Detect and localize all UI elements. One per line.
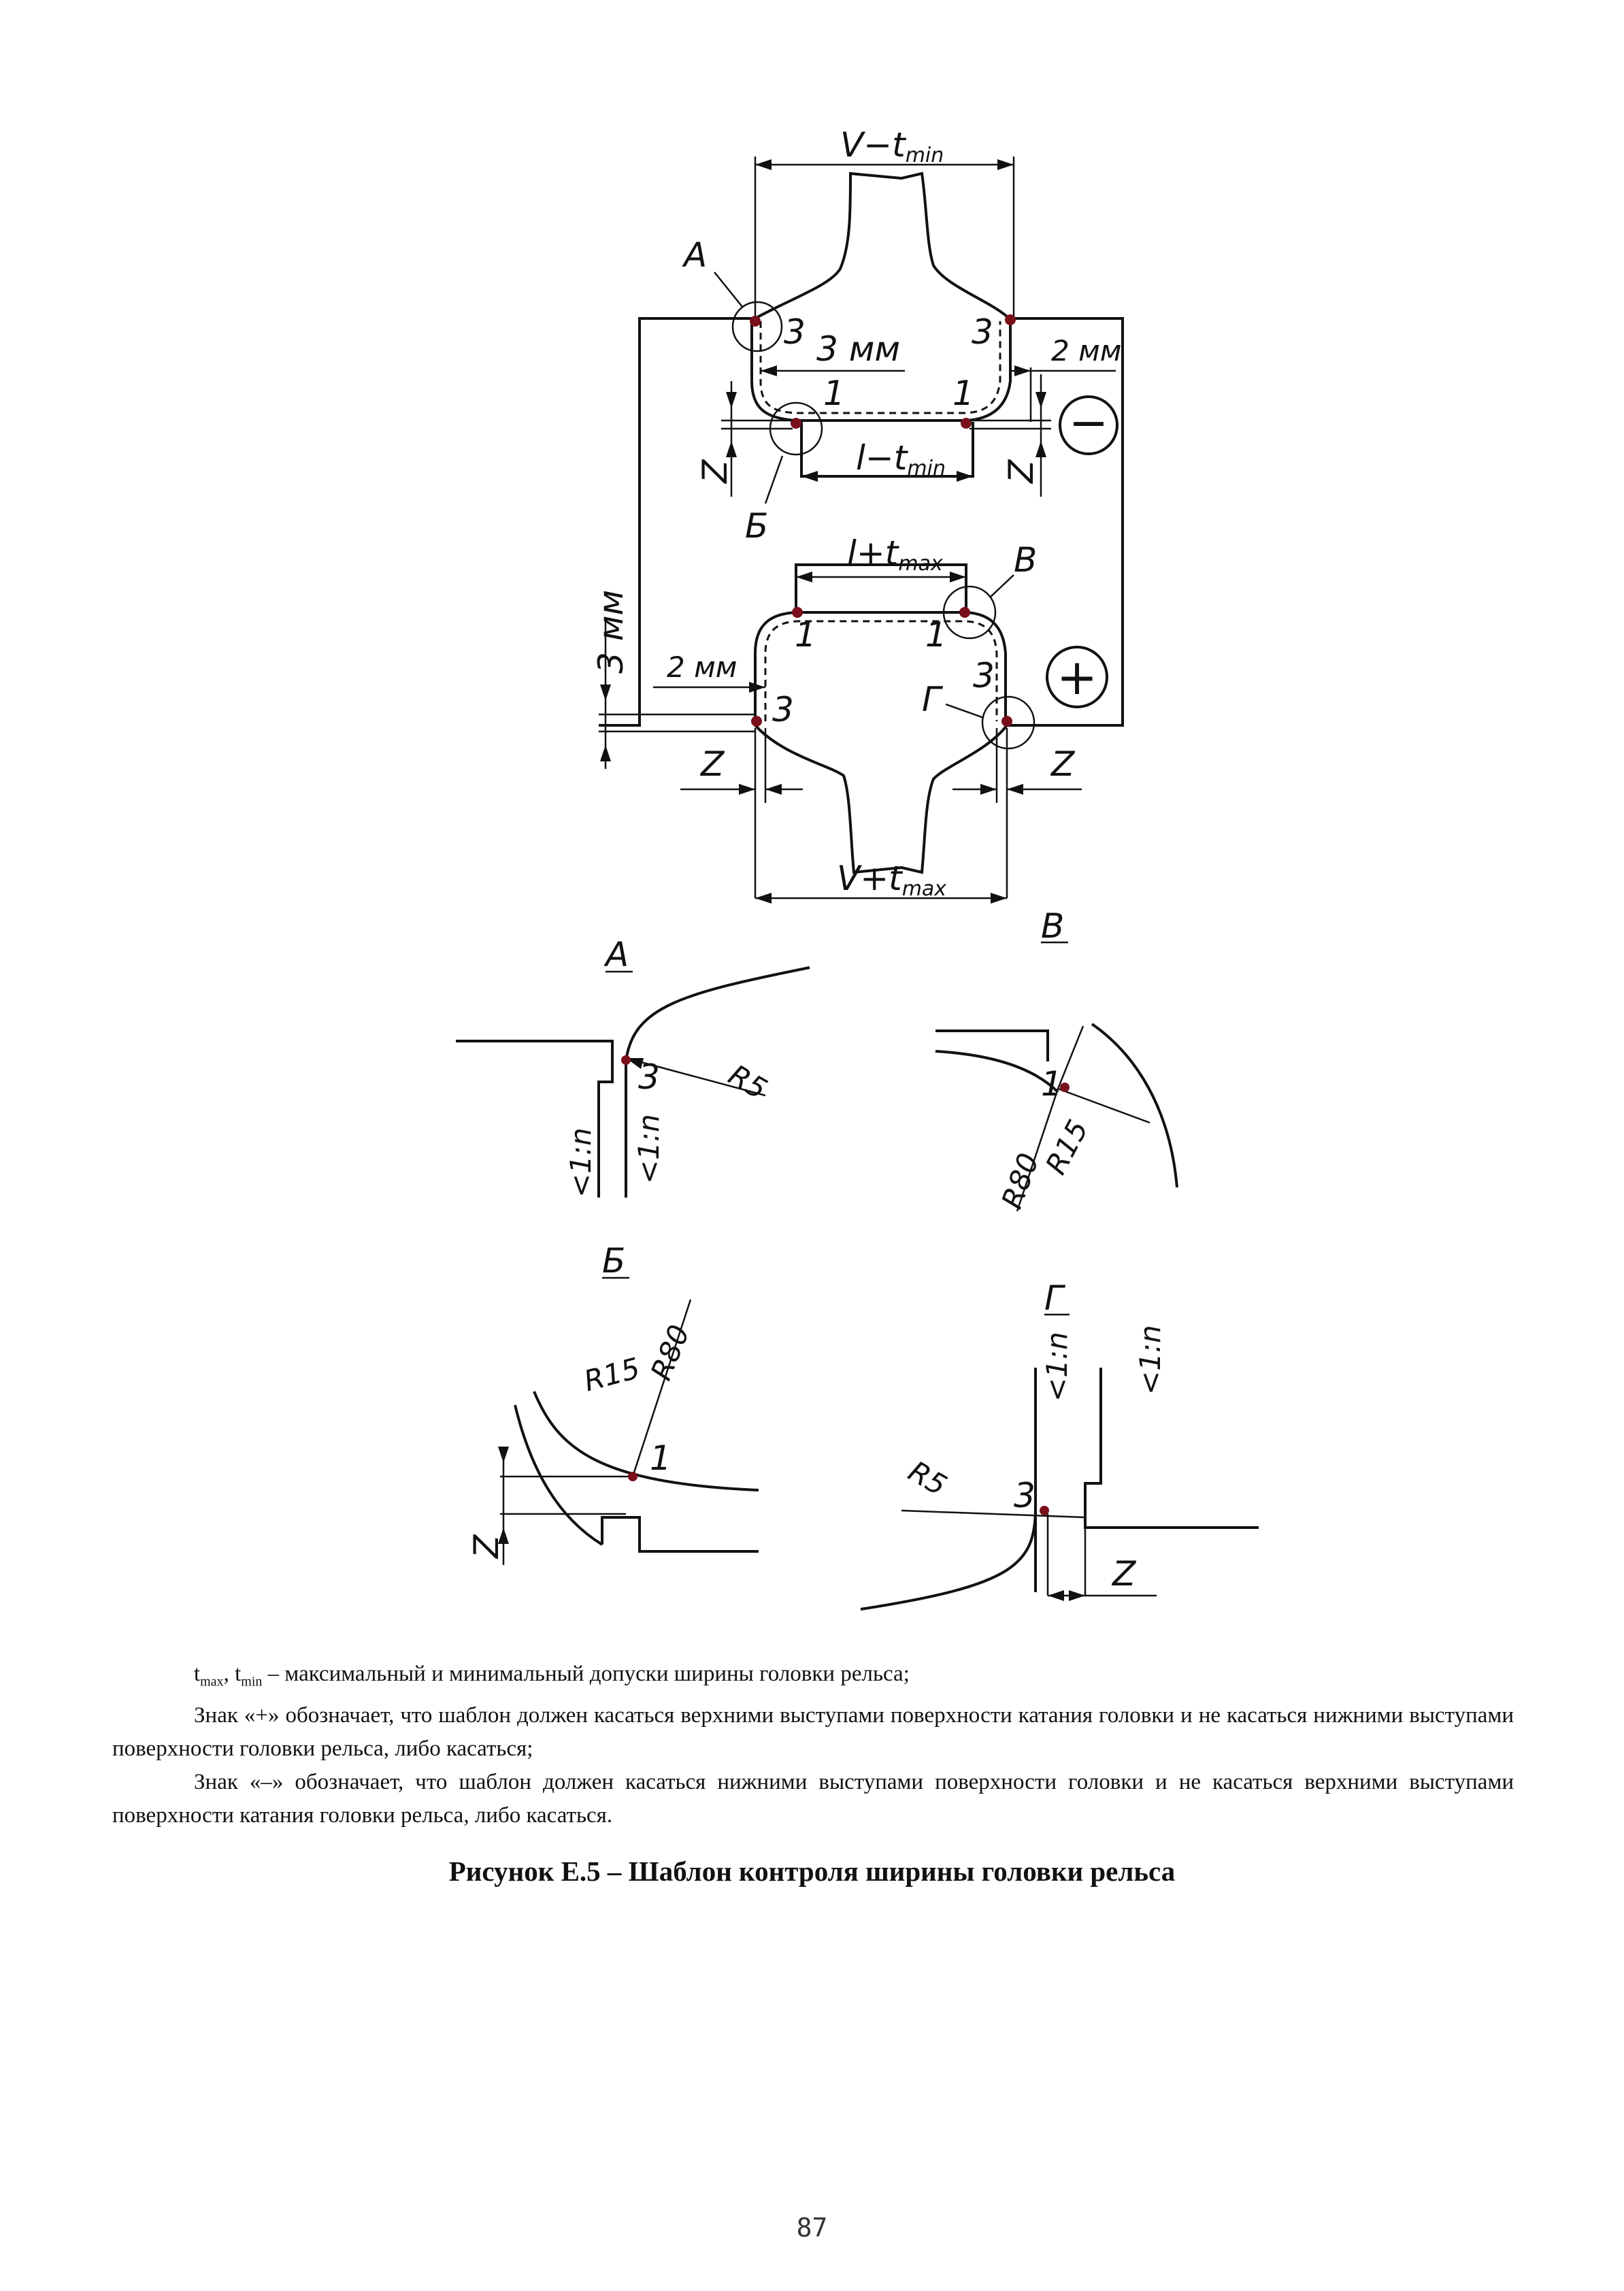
callout-b: Б (745, 401, 823, 546)
svg-text:<1:n: <1:n (1133, 1325, 1167, 1395)
dimension-top-inner: l−tmin (801, 438, 973, 482)
svg-text:−: − (1069, 395, 1109, 450)
dimension-3mm-top: 3 мм (761, 329, 905, 376)
svg-text:3: 3 (1014, 1476, 1035, 1515)
svg-text:Z: Z (699, 744, 725, 784)
callout-v: В (942, 540, 1037, 640)
note-minus: Знак «–» обозначает, что шаблон должен к… (112, 1769, 1514, 1828)
svg-text:+: + (1057, 648, 1097, 706)
dimension-2mm-top: 2 мм (1010, 334, 1121, 422)
dimension-z-bottom: Z Z (680, 728, 1082, 898)
page-number: 87 (796, 2213, 828, 2243)
svg-text:l+tmax: l+tmax (847, 533, 943, 576)
dimension-3mm-side: 3 мм (591, 590, 755, 769)
svg-text:Z: Z (1001, 459, 1041, 484)
svg-text:2 мм: 2 мм (667, 650, 737, 684)
dimension-z-left-top: Z (695, 381, 793, 497)
svg-text:V+tmax: V+tmax (837, 859, 946, 901)
svg-text:3: 3 (638, 1057, 660, 1097)
svg-text:R15: R15 (580, 1351, 644, 1398)
svg-text:<1:n: <1:n (632, 1114, 665, 1184)
svg-text:l−tmin: l−tmin (856, 438, 946, 480)
svg-text:R5: R5 (903, 1454, 952, 1502)
svg-text:Г: Г (1044, 1279, 1066, 1318)
svg-text:R80: R80 (644, 1320, 696, 1385)
label-g: Г (922, 680, 944, 719)
svg-text:1: 1 (1041, 1064, 1063, 1104)
svg-text:R80: R80 (995, 1149, 1045, 1213)
dimension-2mm-bottom: 2 мм (653, 650, 765, 693)
svg-text:Z: Z (1111, 1554, 1137, 1594)
note-plus: Знак «+» обозначает, что шаблон должен к… (112, 1702, 1514, 1761)
plus-sign: + (1046, 646, 1108, 708)
label-b: Б (745, 506, 768, 546)
label-v: В (1014, 540, 1037, 580)
dimension-z-right-top: Z (970, 374, 1051, 497)
technical-drawing: V−tmin А 3 3 мм 3 2 мм 1 1 Б l−tmin (456, 125, 1259, 1611)
svg-text:<1:n: <1:n (564, 1127, 597, 1198)
svg-text:3 мм: 3 мм (816, 329, 900, 369)
contact-point (750, 316, 761, 327)
svg-text:1: 1 (952, 374, 974, 413)
svg-text:1: 1 (823, 374, 845, 413)
svg-text:3 мм: 3 мм (591, 590, 631, 674)
callout-g: Г 3 (922, 656, 1035, 750)
svg-text:3: 3 (772, 690, 794, 729)
detail-g: Г 3 R5 <1:n <1:n Z (860, 1279, 1259, 1611)
svg-text:1: 1 (650, 1438, 672, 1478)
svg-text:Б: Б (602, 1241, 625, 1281)
label-a: А (682, 235, 707, 275)
detail-v: В 1 R15 R80 (935, 906, 1178, 1213)
svg-text:А: А (603, 935, 629, 974)
callout-a: А 3 (682, 235, 806, 352)
detail-a: А 3 R5 <1:n <1:n (456, 935, 810, 1198)
svg-text:Z: Z (1050, 744, 1076, 784)
svg-text:3: 3 (784, 312, 806, 352)
svg-text:3: 3 (973, 656, 995, 695)
dimension-bottom-inner: l+tmax (796, 533, 966, 582)
figure-caption: Рисунок Е.5 – Шаблон контроля ширины гол… (448, 1856, 1176, 1887)
svg-text:R15: R15 (1039, 1115, 1095, 1180)
svg-text:В: В (1041, 906, 1064, 946)
svg-text:2 мм: 2 мм (1051, 334, 1121, 367)
dimension-bottom-width: V+tmax (755, 859, 1007, 904)
svg-text:1: 1 (795, 615, 816, 655)
svg-text:Z: Z (467, 1534, 506, 1560)
svg-text:V−tmin: V−tmin (840, 125, 944, 167)
template-plus (754, 563, 1008, 874)
minus-sign: − (1059, 395, 1118, 455)
svg-text:<1:n: <1:n (1040, 1332, 1074, 1402)
svg-text:Z: Z (695, 459, 735, 484)
svg-text:1: 1 (925, 615, 947, 655)
dimension-top-width: V−tmin (754, 125, 1015, 320)
svg-text:3: 3 (972, 312, 993, 352)
svg-text:R5: R5 (723, 1058, 773, 1106)
notes: tmax, tmin – максимальный и минимальный … (112, 1658, 1514, 1832)
note-tolerance: tmax, tmin – максимальный и минимальный … (194, 1662, 910, 1690)
detail-b: Б 1 R15 R80 Z (467, 1241, 759, 1565)
